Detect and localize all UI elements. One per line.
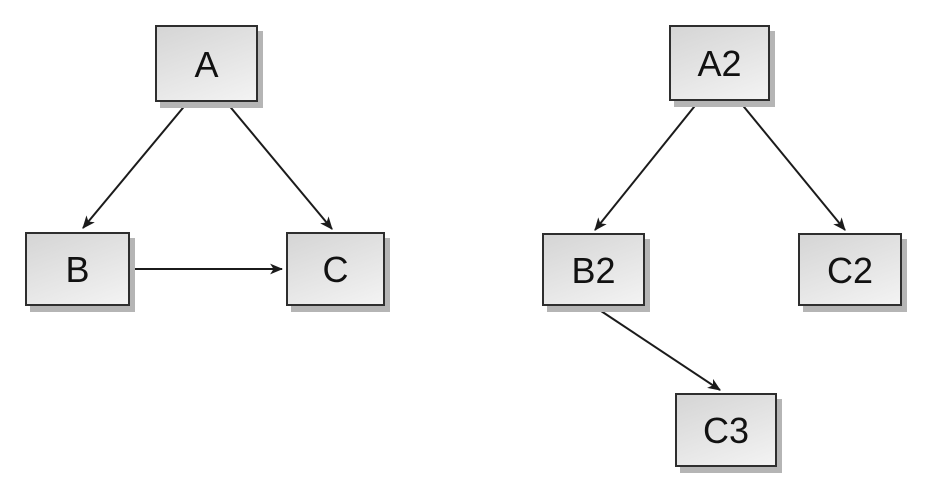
edge-b2-to-c3 [594, 306, 721, 391]
edge-a-to-c [226, 102, 333, 230]
node-b: B [25, 232, 130, 306]
node-c3: C3 [675, 393, 777, 467]
node-label: A [194, 43, 219, 85]
node-label: B [65, 249, 90, 290]
node-c2: C2 [798, 233, 902, 306]
node-label: C [322, 249, 349, 290]
node-b2: B2 [542, 233, 645, 306]
edge-a-to-b [82, 102, 188, 229]
node-label: C3 [702, 410, 750, 451]
node-c: C [286, 232, 385, 306]
node-label: C2 [826, 249, 874, 291]
node-label: A2 [697, 43, 742, 84]
node-a2: A2 [669, 25, 770, 101]
node-a: A [155, 25, 258, 102]
node-label: B2 [571, 249, 616, 291]
edge-a2-to-c2 [739, 101, 846, 231]
edge-a2-to-b2 [594, 101, 699, 231]
